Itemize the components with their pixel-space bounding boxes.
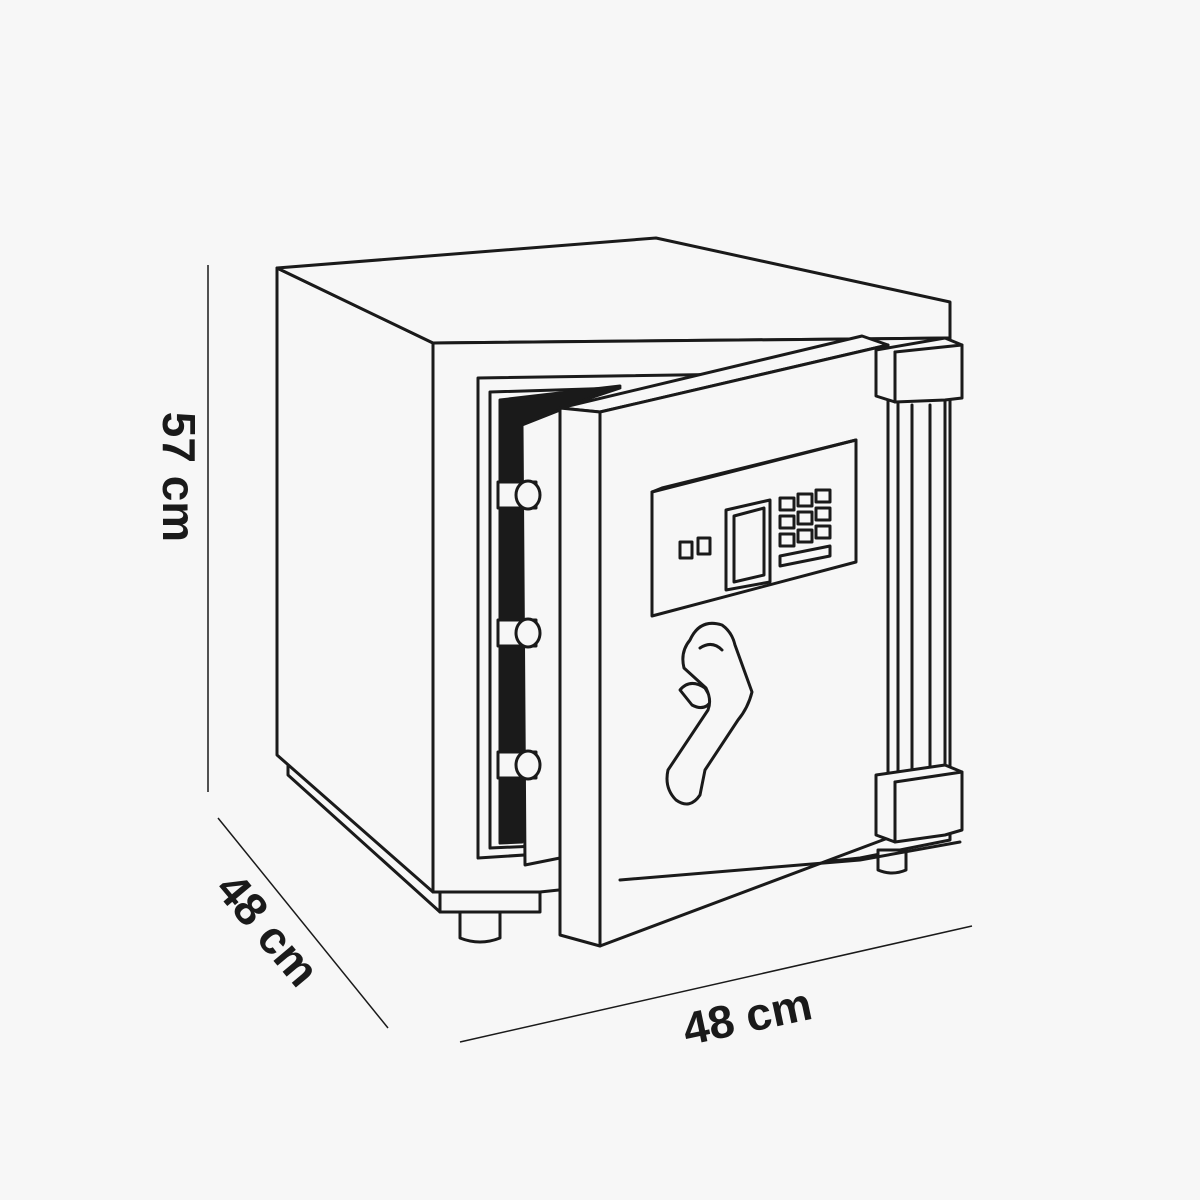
keypad-button xyxy=(814,488,832,504)
depth-label: 48 cm xyxy=(206,863,330,996)
locking-bolt xyxy=(514,617,542,649)
upper-hinge xyxy=(874,336,964,404)
keypad-button xyxy=(796,528,814,544)
electronic-keypad xyxy=(650,438,858,618)
width-label: 48 cm xyxy=(678,977,816,1055)
keypad-button xyxy=(814,506,832,522)
locking-bolt xyxy=(514,479,542,511)
keypad-display xyxy=(724,498,772,592)
locking-bolts xyxy=(496,479,542,781)
safe-side-panel xyxy=(275,266,435,894)
keypad-button xyxy=(814,524,832,540)
locking-bolt xyxy=(514,749,542,781)
safe-top-panel xyxy=(275,236,952,345)
depth-dimension-line xyxy=(217,817,389,1029)
safe-door xyxy=(558,334,964,948)
hinge-bar xyxy=(896,396,947,777)
keypad-indicator-light xyxy=(696,536,712,556)
keypad-indicator-light xyxy=(678,540,694,560)
handle-lever xyxy=(665,621,754,806)
width-dimension-line xyxy=(459,925,973,1043)
lower-hinge xyxy=(874,763,964,844)
keypad-button xyxy=(778,532,796,548)
door-handle xyxy=(665,621,754,806)
keypad-button xyxy=(778,496,796,512)
height-label: 57 cm xyxy=(153,412,205,542)
keypad-button-wide xyxy=(778,544,832,568)
keypad-button xyxy=(796,492,814,508)
keypad-button xyxy=(796,510,814,526)
keypad-button xyxy=(778,514,796,530)
keypad-buttons xyxy=(778,488,832,568)
safe-foot xyxy=(458,910,502,944)
